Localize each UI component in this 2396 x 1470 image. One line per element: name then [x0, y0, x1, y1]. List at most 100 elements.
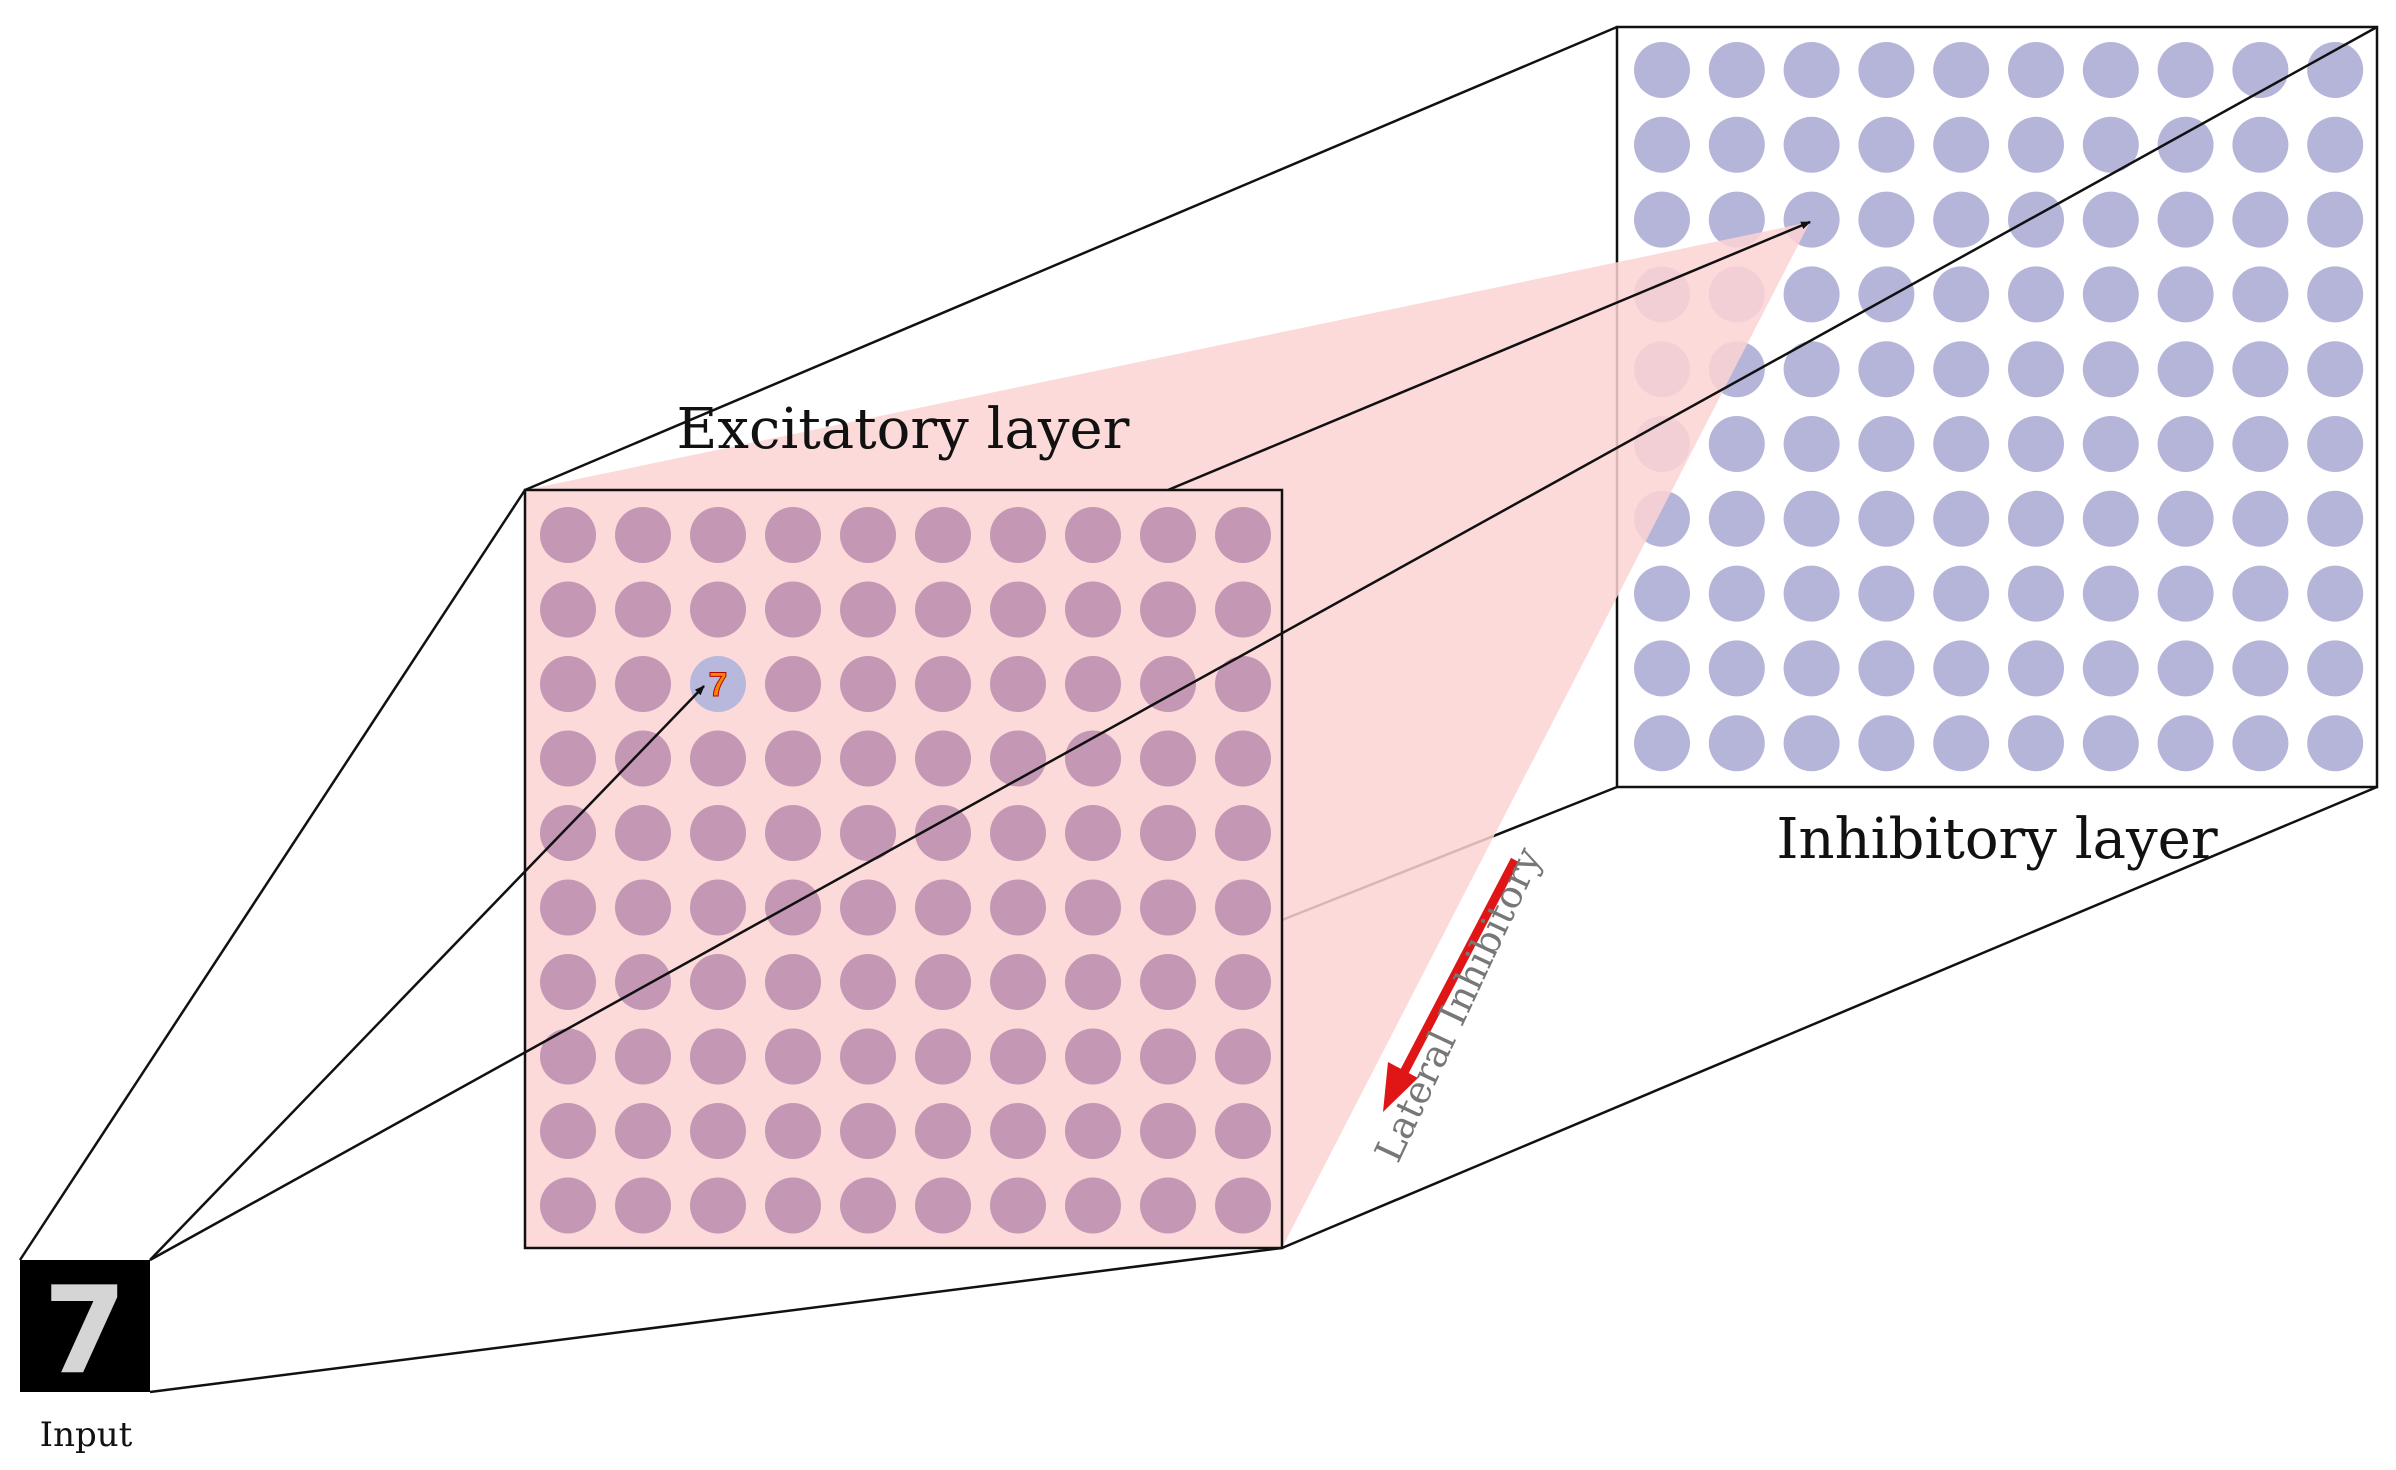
- input-frame-lines: [18, 489, 1283, 1394]
- excitatory-neuron: [840, 1028, 896, 1085]
- inhibitory-neuron: [2008, 266, 2064, 323]
- excitatory-neuron: [690, 581, 746, 638]
- excitatory-neuron: [1065, 1103, 1121, 1159]
- inhibitory-neuron: [1933, 565, 1990, 622]
- inhibitory-neuron: [1783, 116, 1840, 173]
- inhibitory-neuron: [1783, 42, 1840, 98]
- excitatory-neuron: [540, 1028, 596, 1085]
- inhibitory-neuron: [2008, 640, 2064, 697]
- excitatory-neuron: [765, 656, 821, 712]
- inhibitory-neuron: [2307, 640, 2364, 697]
- excitatory-neuron: [1215, 805, 1271, 861]
- inhibitory-neuron: [2232, 266, 2289, 323]
- inhibitory-layer-label: Inhibitory layer: [1776, 807, 2217, 872]
- excitatory-neuron: [1140, 1177, 1196, 1234]
- frame-line: [149, 1246, 1283, 1394]
- inhibitory-neuron: [2008, 490, 2064, 547]
- excitatory-neuron: [1065, 581, 1121, 638]
- inhibitory-neuron: [1783, 565, 1840, 622]
- excitatory-neuron: [990, 879, 1046, 936]
- inhibitory-neuron: [1933, 42, 1990, 98]
- excitatory-neuron: [915, 656, 971, 712]
- inhibitory-neuron: [2082, 490, 2139, 547]
- excitatory-to-inhibitory-arrow: [1167, 220, 1811, 492]
- input-to-neuron-arrow: [149, 685, 705, 1261]
- excitatory-layer-border: [523, 488, 1284, 1250]
- excitatory-neuron: [765, 954, 821, 1010]
- inhibitory-neuron: [2008, 715, 2064, 772]
- excitatory-neuron: [615, 730, 671, 787]
- excitatory-neuron: [1215, 1028, 1271, 1085]
- inhibitory-neuron: [2307, 42, 2364, 98]
- inhibitory-neuron: [2232, 490, 2289, 547]
- inhibitory-neuron: [1858, 42, 1915, 98]
- excitatory-neuron: [1065, 507, 1121, 563]
- inhibitory-neuron: [2232, 640, 2289, 697]
- inhibitory-neuron: [2082, 191, 2139, 248]
- excitatory-neuron: [540, 879, 596, 936]
- lateral-arrow-head: [1383, 1062, 1418, 1112]
- frame-line: [1281, 785, 2378, 1250]
- excitatory-neuron: [840, 954, 896, 1010]
- excitatory-neuron: [915, 1103, 971, 1159]
- excitatory-neuron: [1140, 1028, 1196, 1085]
- excitatory-neuron: [1140, 805, 1196, 861]
- excitatory-neuron: [615, 1177, 671, 1234]
- inhibitory-neuron: [1708, 191, 1765, 248]
- inhibitory-neuron: [2082, 640, 2139, 697]
- highlighted-neuron-digit: 7: [709, 666, 728, 704]
- excitatory-neuron: [1065, 1177, 1121, 1234]
- excitatory-neuron: [915, 879, 971, 936]
- inhibitory-neuron: [2082, 116, 2139, 173]
- inhibitory-neuron: [1858, 191, 1915, 248]
- excitatory-neuron: [990, 581, 1046, 638]
- excitatory-neuron: [915, 730, 971, 787]
- inhibitory-neuron: [1783, 341, 1840, 398]
- excitatory-neuron: [540, 1103, 596, 1159]
- excitatory-neuron: [540, 805, 596, 861]
- inhibitory-neuron: [1933, 640, 1990, 697]
- excitatory-neuron: [1140, 879, 1196, 936]
- excitatory-neuron: [1215, 581, 1271, 638]
- inhibitory-neuron: [2157, 42, 2214, 98]
- excitatory-neuron: [690, 507, 746, 563]
- inhibitory-neuron: [1858, 490, 1915, 547]
- excitatory-neuron: [1215, 1177, 1271, 1234]
- excitatory-neuron: [915, 507, 971, 563]
- input-to-inhibitory-line: [149, 25, 2378, 1262]
- inhibitory-neuron: [1933, 191, 1990, 248]
- excitatory-neuron: [1215, 879, 1271, 936]
- inhibitory-neuron: [2157, 191, 2214, 248]
- excitatory-neuron: [1140, 656, 1196, 712]
- inhibitory-neuron: [2082, 715, 2139, 772]
- inhibitory-neuron: [2008, 42, 2064, 98]
- inhibitory-neuron: [1783, 490, 1840, 547]
- excitatory-neuron: [540, 1177, 596, 1234]
- excitatory-neuron: [990, 805, 1046, 861]
- input-label: Input: [40, 1415, 133, 1455]
- excitatory-neuron: [690, 1103, 746, 1159]
- excitatory-neuron: [1140, 581, 1196, 638]
- excitatory-neuron: [765, 507, 821, 563]
- inhibitory-neuron: [1708, 565, 1765, 622]
- excitatory-neuron: [615, 879, 671, 936]
- excitatory-neuron: [840, 805, 896, 861]
- inhibitory-neuron: [2157, 640, 2214, 697]
- inhibitory-neuron: [2157, 490, 2214, 547]
- excitatory-neuron: [990, 656, 1046, 712]
- excitatory-neuron: [990, 954, 1046, 1010]
- excitatory-neuron: [1065, 1028, 1121, 1085]
- input-digit: 7: [43, 1262, 127, 1401]
- excitatory-neuron: [1065, 656, 1121, 712]
- inhibitory-neuron: [1933, 416, 1990, 472]
- excitatory-neuron: [690, 730, 746, 787]
- inhibitory-neuron: [2157, 565, 2214, 622]
- inhibitory-neuron: [1858, 416, 1915, 472]
- inhibitory-neuron-grid: [1634, 42, 2364, 772]
- excitatory-layer: [523, 488, 1284, 1250]
- inhibitory-neuron: [1783, 266, 1840, 323]
- excitatory-neuron: [1140, 730, 1196, 787]
- inhibitory-neuron: [1708, 640, 1765, 697]
- excitatory-neuron: [840, 581, 896, 638]
